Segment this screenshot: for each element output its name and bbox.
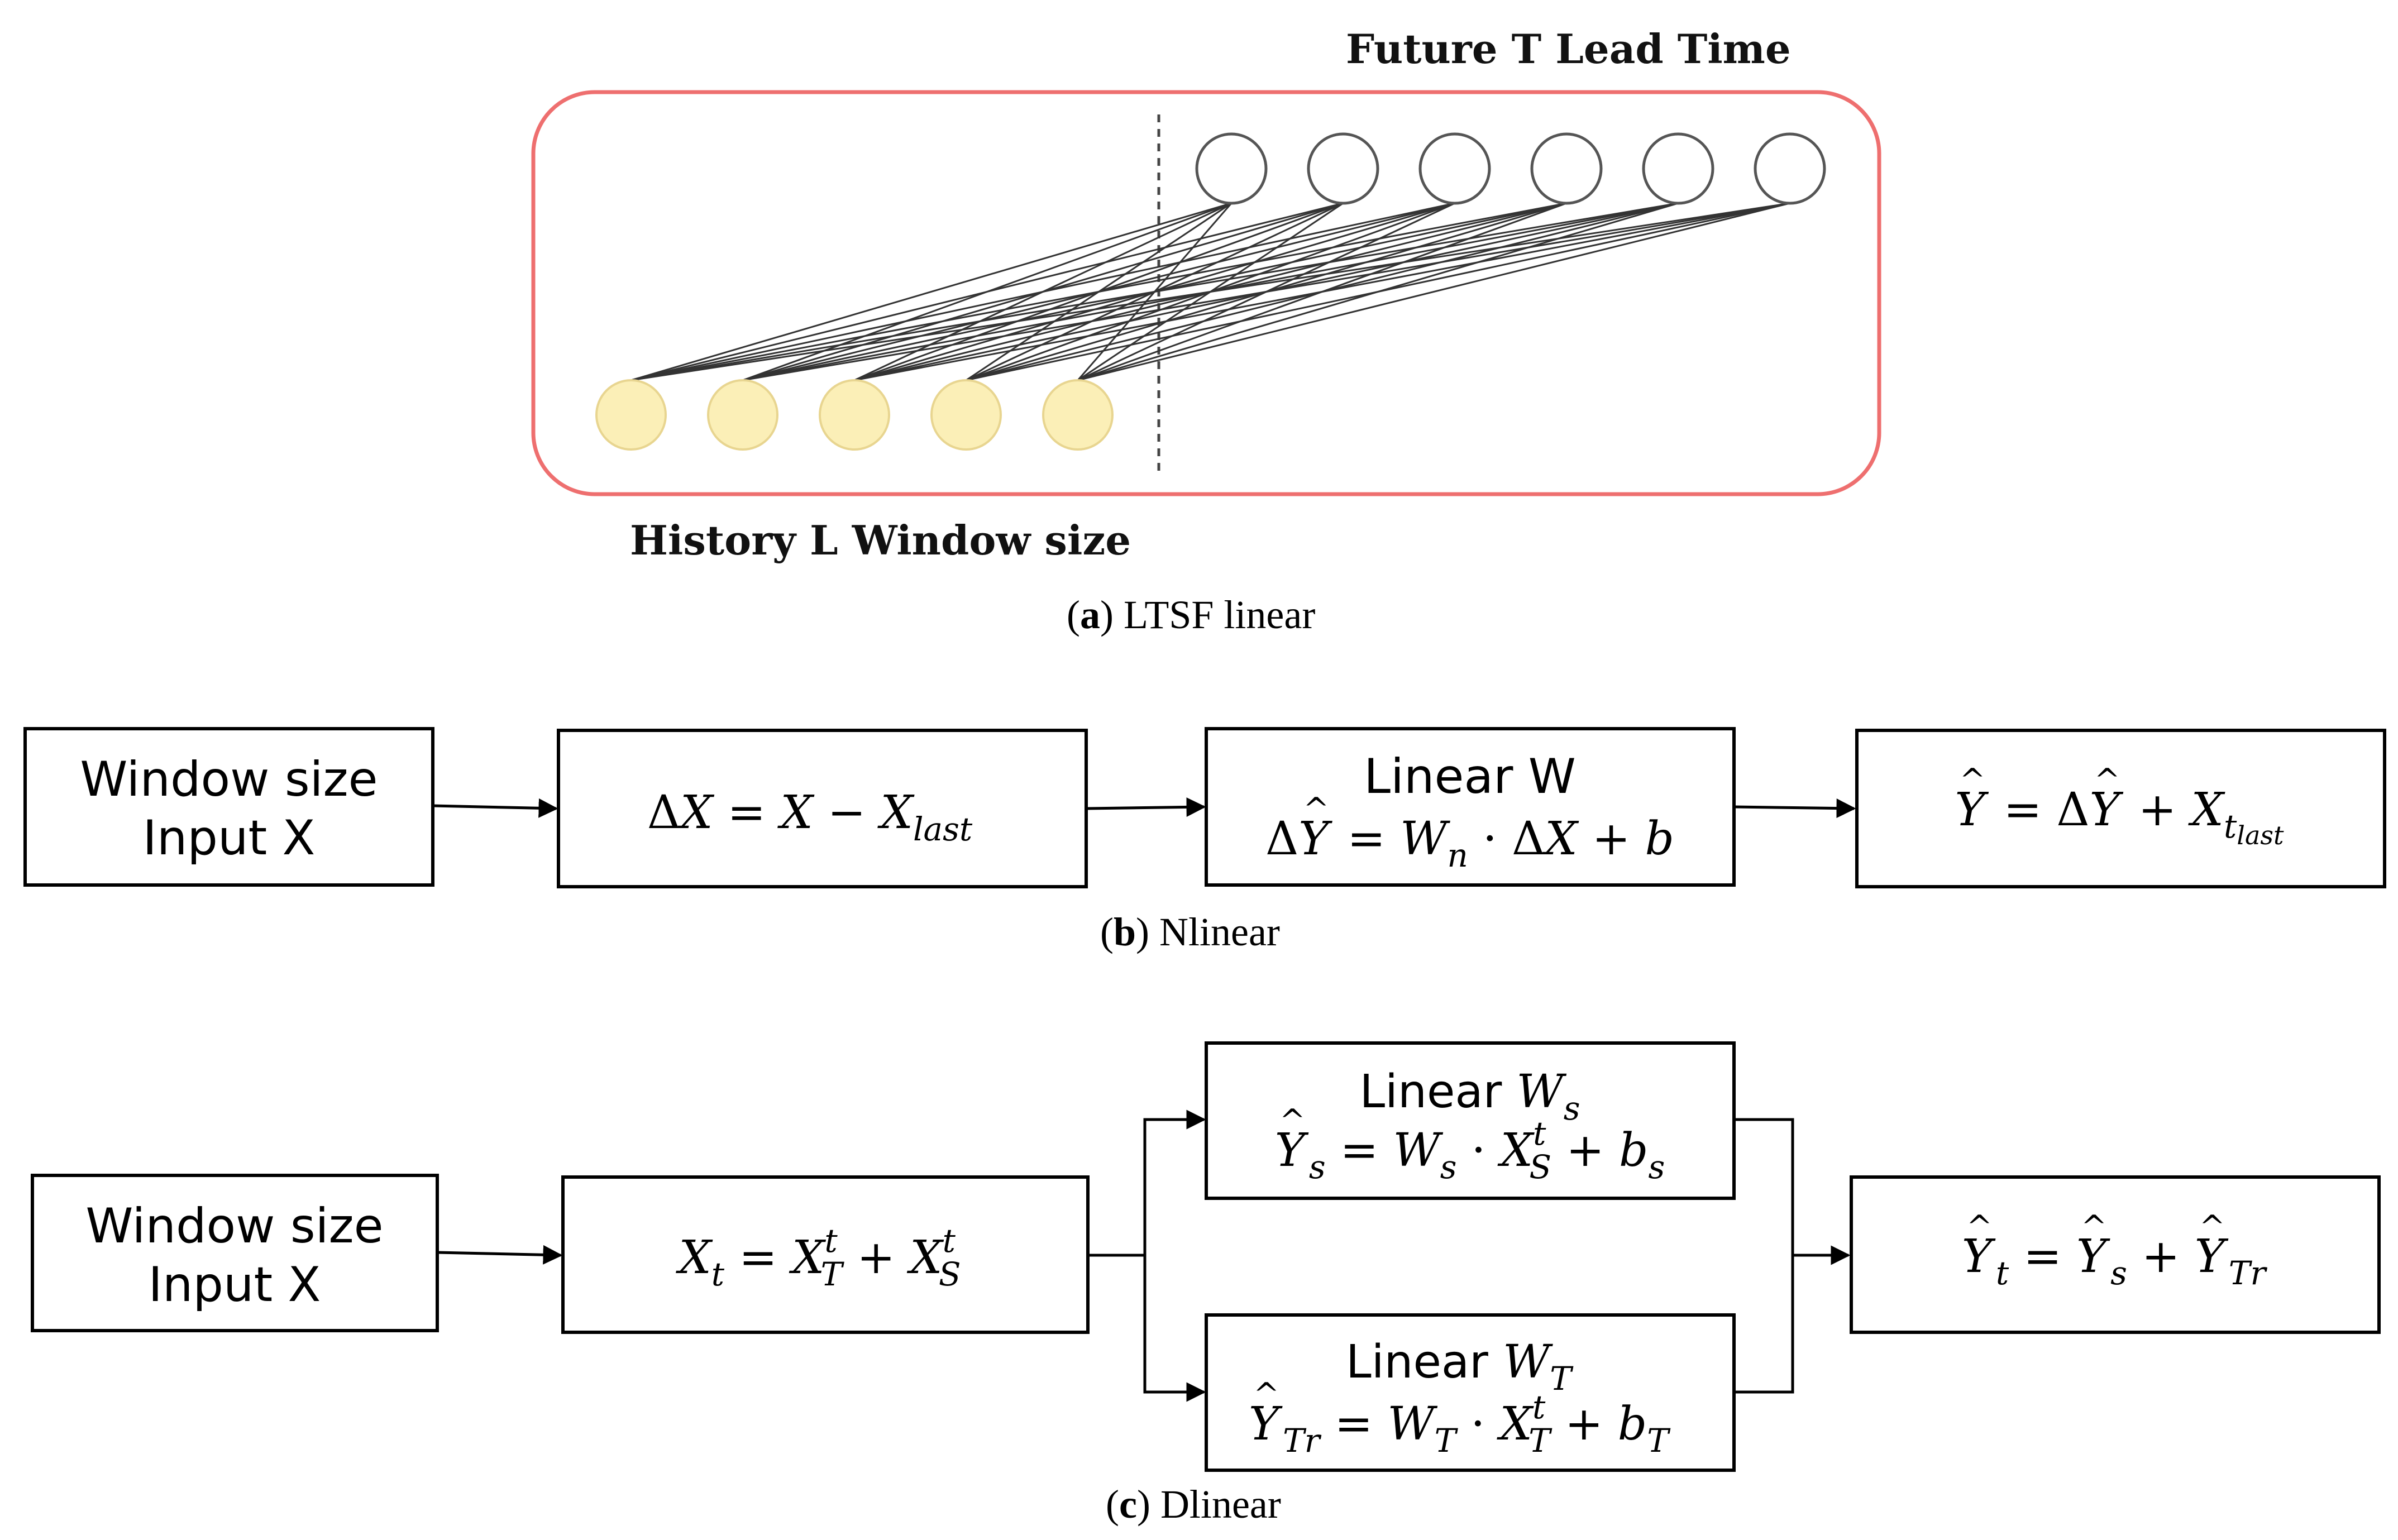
edge-h5-f3 (1077, 202, 1455, 381)
caption-a-letter: a (1080, 592, 1100, 637)
nlinear-arrow-1 (432, 798, 558, 818)
history-window-label: History L Window size (630, 516, 1131, 564)
dlinear-trend-title: Linear WT (1346, 1336, 1574, 1398)
nlinear-output-equation: Y^ = ΔY^ + Xtlast (1955, 762, 2284, 850)
dlinear-merge-bracket (1734, 1118, 1794, 1394)
dlinear-output-equation: Y^t = Y^s + Y^Tr (1962, 1209, 2268, 1292)
connection-lines (630, 202, 1790, 381)
history-node-3 (819, 379, 890, 451)
edge-h3-f1 (854, 202, 1232, 381)
nlinear-arrow-3 (1733, 798, 1856, 819)
nlinear-normalize-equation: ΔX = X − Xlast (647, 786, 973, 848)
history-node-2 (707, 379, 778, 451)
future-node-1 (1195, 132, 1268, 205)
history-node-1 (595, 379, 667, 451)
dlinear-decomposition-box (561, 1175, 1090, 1334)
history-node-5 (1042, 379, 1114, 451)
dlinear-seasonal-box (1205, 1041, 1736, 1200)
caption-c: (c) Dlinear (1106, 1482, 1281, 1527)
dlinear-input-line2: Input X (149, 1257, 321, 1313)
dlinear-arrow-1 (437, 1245, 563, 1265)
future-node-6 (1754, 132, 1826, 205)
panel-b: Window size Input X ΔX = X − Xlast Linea… (23, 727, 2386, 954)
dlinear-input-line1: Window size (85, 1198, 383, 1254)
future-node-3 (1418, 132, 1491, 205)
dlinear-split-to-seasonal (1088, 1109, 1206, 1257)
nlinear-linear-box (1205, 727, 1736, 887)
panel-a-frame (531, 90, 1881, 496)
future-lead-time-label: Future T Lead Time (1346, 25, 1791, 73)
edge-h5-f1 (1077, 203, 1233, 381)
edge-h5-f6 (1077, 202, 1790, 381)
node-layer (595, 132, 1826, 451)
nlinear-input-line2: Input X (143, 810, 316, 866)
history-node-4 (930, 379, 1002, 451)
caption-a: (a) LTSF linear (1067, 592, 1315, 637)
edge-h5-f2 (1077, 202, 1344, 381)
dlinear-seasonal-title: Linear Ws (1360, 1065, 1580, 1127)
dlinear-trend-box (1205, 1313, 1736, 1472)
nlinear-linear-equation: ΔY^ = Wn · ΔX + b (1265, 791, 1674, 874)
future-node-5 (1642, 132, 1714, 205)
nlinear-linear-title: Linear W (1364, 749, 1576, 805)
caption-b: (b) Nlinear (1100, 910, 1280, 954)
dlinear-input-box (31, 1174, 439, 1332)
edge-h1-f1 (630, 202, 1232, 381)
future-node-2 (1307, 132, 1379, 205)
nlinear-input-box (23, 727, 434, 887)
dlinear-split-to-trend (1143, 1255, 1206, 1402)
edge-h2-f1 (742, 202, 1232, 381)
nlinear-arrow-2 (1086, 797, 1206, 817)
edge-h5-f5 (1077, 202, 1679, 381)
nlinear-normalize-box (557, 729, 1088, 888)
future-node-4 (1530, 132, 1603, 205)
nlinear-output-box (1855, 729, 2386, 888)
nlinear-input-line1: Window size (80, 752, 378, 807)
panel-a: Future T Lead Time History L Window size… (531, 25, 1881, 637)
dlinear-output-box (1850, 1175, 2381, 1334)
edge-h5-f4 (1077, 202, 1567, 381)
caption-a-text: LTSF linear (1114, 592, 1315, 637)
edge-h4-f1 (966, 202, 1232, 381)
